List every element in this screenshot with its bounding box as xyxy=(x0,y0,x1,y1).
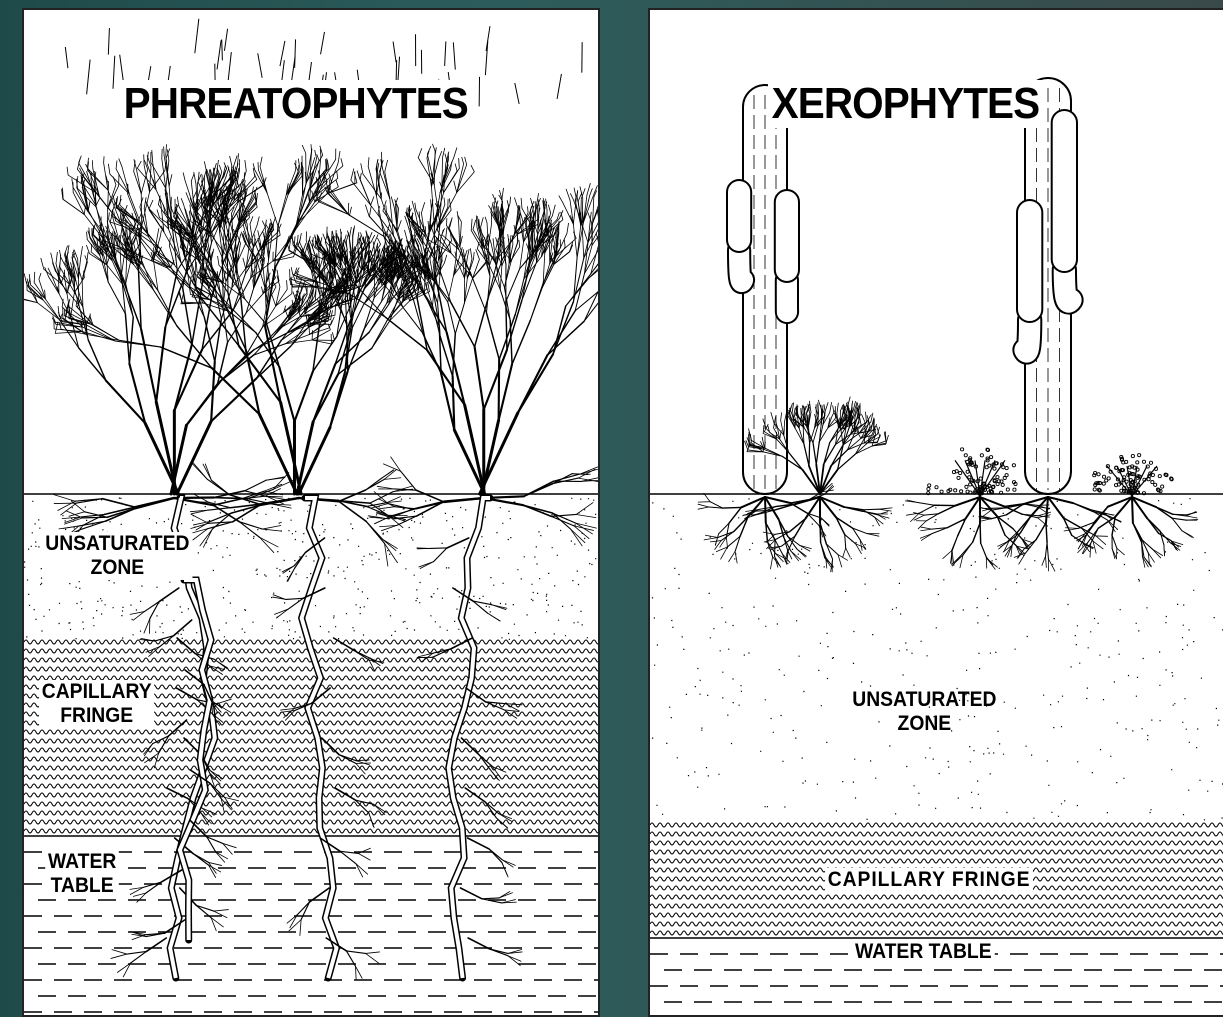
capillary-fringe-label: CAPILLARY FRINGE xyxy=(39,680,154,728)
panel-title: PHREATOPHYTES xyxy=(120,80,472,128)
label-line: ZONE xyxy=(45,556,189,580)
water-table-label: WATER TABLE xyxy=(852,940,994,964)
unsaturated-zone-label: UNSATURATED ZONE xyxy=(852,688,996,736)
label-line: UNSATURATED xyxy=(45,532,189,556)
soil-layers xyxy=(650,494,1223,1017)
label-line: UNSATURATED xyxy=(852,688,996,712)
label-line: CAPILLARY xyxy=(42,680,152,704)
label-line: ZONE xyxy=(852,712,996,736)
xerophytes-panel: XEROPHYTES UNSATURATED ZONE CAPILLARY FR… xyxy=(648,8,1223,1017)
phreatophytes-panel: PHREATOPHYTES UNSATURATED ZONE CAPILLARY… xyxy=(22,8,600,1017)
xerophytes-illustration xyxy=(650,10,1223,1017)
label-line: WATER xyxy=(48,850,116,874)
label-line: FRINGE xyxy=(42,704,152,728)
water-table-label: WATER TABLE xyxy=(45,850,119,898)
capillary-fringe-label: CAPILLARY FRINGE xyxy=(825,868,1033,892)
panel-title: XEROPHYTES xyxy=(768,80,1043,128)
xerophyte-plants xyxy=(698,78,1198,572)
label-line: TABLE xyxy=(48,874,116,898)
unsaturated-zone-label: UNSATURATED ZONE xyxy=(43,532,193,580)
